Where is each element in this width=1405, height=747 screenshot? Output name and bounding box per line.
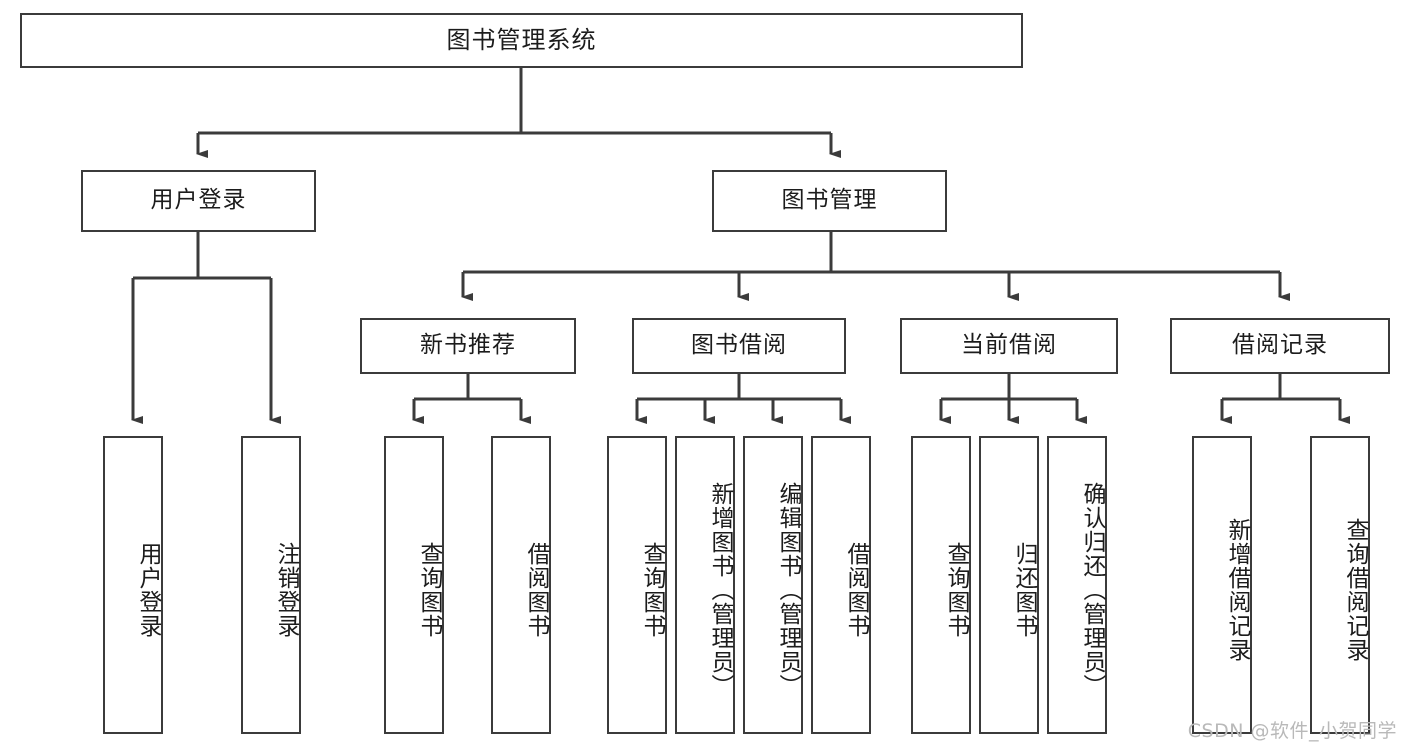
leaf-current-confirm-return[interactable]: 确认归还（管理员） bbox=[1047, 436, 1107, 734]
leaf-record-query[interactable]: 查询借阅记录 bbox=[1310, 436, 1370, 734]
node-label: 查询图书 bbox=[416, 542, 442, 638]
leaf-user-login-logout[interactable]: 注销登录 bbox=[241, 436, 301, 734]
node-label: 新增借阅记录 bbox=[1224, 518, 1250, 662]
node-label: 借阅记录 bbox=[1232, 332, 1328, 359]
node-new-book-recommend[interactable]: 新书推荐 bbox=[360, 318, 576, 374]
node-label: 确认归还（管理员） bbox=[1079, 482, 1105, 698]
node-label: 注销登录 bbox=[273, 542, 299, 638]
leaf-borrow-edit-book[interactable]: 编辑图书（管理员） bbox=[743, 436, 803, 734]
node-book-borrow[interactable]: 图书借阅 bbox=[632, 318, 846, 374]
leaf-borrow-borrow-book[interactable]: 借阅图书 bbox=[811, 436, 871, 734]
leaf-user-login-login[interactable]: 用户登录 bbox=[103, 436, 163, 734]
leaf-new-book-query[interactable]: 查询图书 bbox=[384, 436, 444, 734]
node-label: 图书管理 bbox=[781, 187, 878, 214]
node-borrow-record[interactable]: 借阅记录 bbox=[1170, 318, 1390, 374]
node-label: 归还图书 bbox=[1011, 542, 1037, 638]
csdn-watermark: CSDN @软件_小贺同学 bbox=[1187, 720, 1397, 742]
node-label: 编辑图书（管理员） bbox=[775, 482, 801, 698]
node-label: 图书借阅 bbox=[691, 332, 787, 359]
leaf-current-return-book[interactable]: 归还图书 bbox=[979, 436, 1039, 734]
node-current-borrow[interactable]: 当前借阅 bbox=[900, 318, 1118, 374]
leaf-borrow-query-book[interactable]: 查询图书 bbox=[607, 436, 667, 734]
node-root-system[interactable]: 图书管理系统 bbox=[20, 13, 1023, 68]
node-book-management[interactable]: 图书管理 bbox=[712, 170, 947, 232]
node-user-login[interactable]: 用户登录 bbox=[81, 170, 316, 232]
node-label: 用户登录 bbox=[150, 187, 247, 214]
node-label: 借阅图书 bbox=[523, 542, 549, 638]
node-label: 新增图书（管理员） bbox=[707, 482, 733, 698]
node-label: 新书推荐 bbox=[420, 332, 516, 359]
node-label: 查询图书 bbox=[943, 542, 969, 638]
node-label: 查询图书 bbox=[639, 542, 665, 638]
node-label: 查询借阅记录 bbox=[1342, 518, 1368, 662]
leaf-borrow-add-book[interactable]: 新增图书（管理员） bbox=[675, 436, 735, 734]
node-label: 当前借阅 bbox=[961, 332, 1057, 359]
leaf-current-query-book[interactable]: 查询图书 bbox=[911, 436, 971, 734]
node-label: 借阅图书 bbox=[843, 542, 869, 638]
node-label: 用户登录 bbox=[135, 542, 161, 638]
node-label: 图书管理系统 bbox=[446, 26, 597, 55]
leaf-new-book-borrow[interactable]: 借阅图书 bbox=[491, 436, 551, 734]
leaf-record-add[interactable]: 新增借阅记录 bbox=[1192, 436, 1252, 734]
